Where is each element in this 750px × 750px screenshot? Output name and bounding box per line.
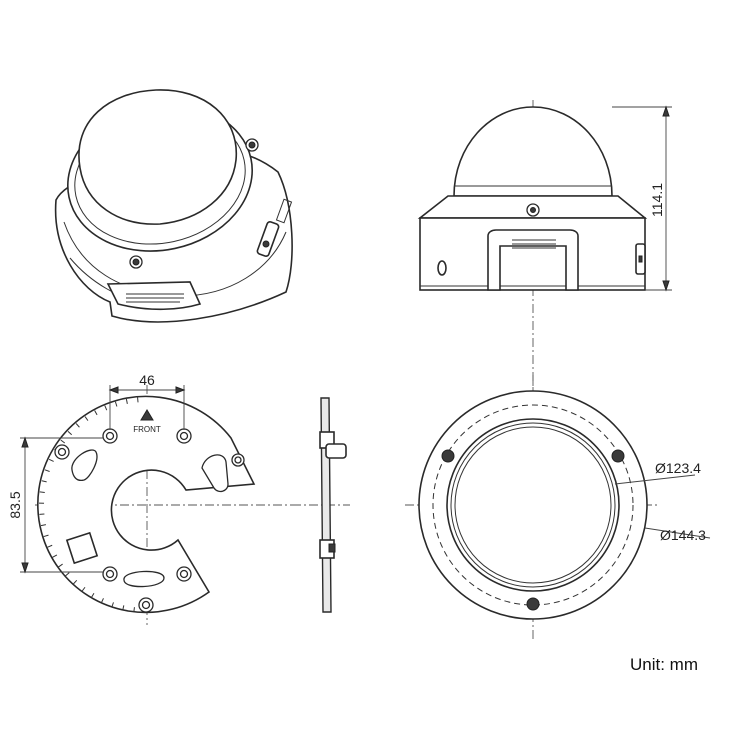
horizontal-spacing-dimension: 46 [139,372,155,388]
isometric-camera-view [54,89,293,323]
rim-tick [125,398,128,404]
rim-tick [41,480,47,483]
rim-tick [60,439,66,444]
rim-tick [72,579,78,585]
rim-tick [114,401,118,407]
rim-tick [100,598,104,604]
bottom-camera-view: Ø123.4 Ø144.3 [405,375,711,640]
rim-tick [48,458,54,462]
side-camera-view: 114.1 [417,100,672,395]
rim-tick [90,593,95,598]
rim-tick [84,416,89,421]
unit-label: Unit: mm [630,655,698,674]
rim-tick [43,534,49,538]
height-dimension: 114.1 [649,183,665,217]
plate-side-profile [292,397,350,613]
rim-tick [94,410,98,416]
rim-tick-marks [39,397,139,613]
inner-diameter-dimension: Ø123.4 [655,460,701,476]
outer-diameter-dimension: Ø144.3 [660,527,706,543]
speaker-grille-side [512,239,556,249]
rim-tick [104,405,108,411]
rim-tick [65,572,70,577]
rim-tick [111,602,114,608]
rim-tick [44,469,50,472]
mounting-plate-view: FRONT 46 83.5 [7,372,300,625]
rim-tick [58,563,63,568]
rim-tick [52,554,58,558]
rim-tick [75,423,80,428]
rim-tick [133,607,135,613]
rim-tick [67,430,73,436]
rim-tick [122,605,125,611]
rim-tick [39,491,45,493]
speaker-grille-iso [126,293,184,303]
rim-tick [81,586,86,592]
vertical-spacing-dimension: 83.5 [7,491,23,518]
rim-tick [47,544,53,548]
rim-tick [40,524,46,527]
front-label: FRONT [133,425,161,434]
